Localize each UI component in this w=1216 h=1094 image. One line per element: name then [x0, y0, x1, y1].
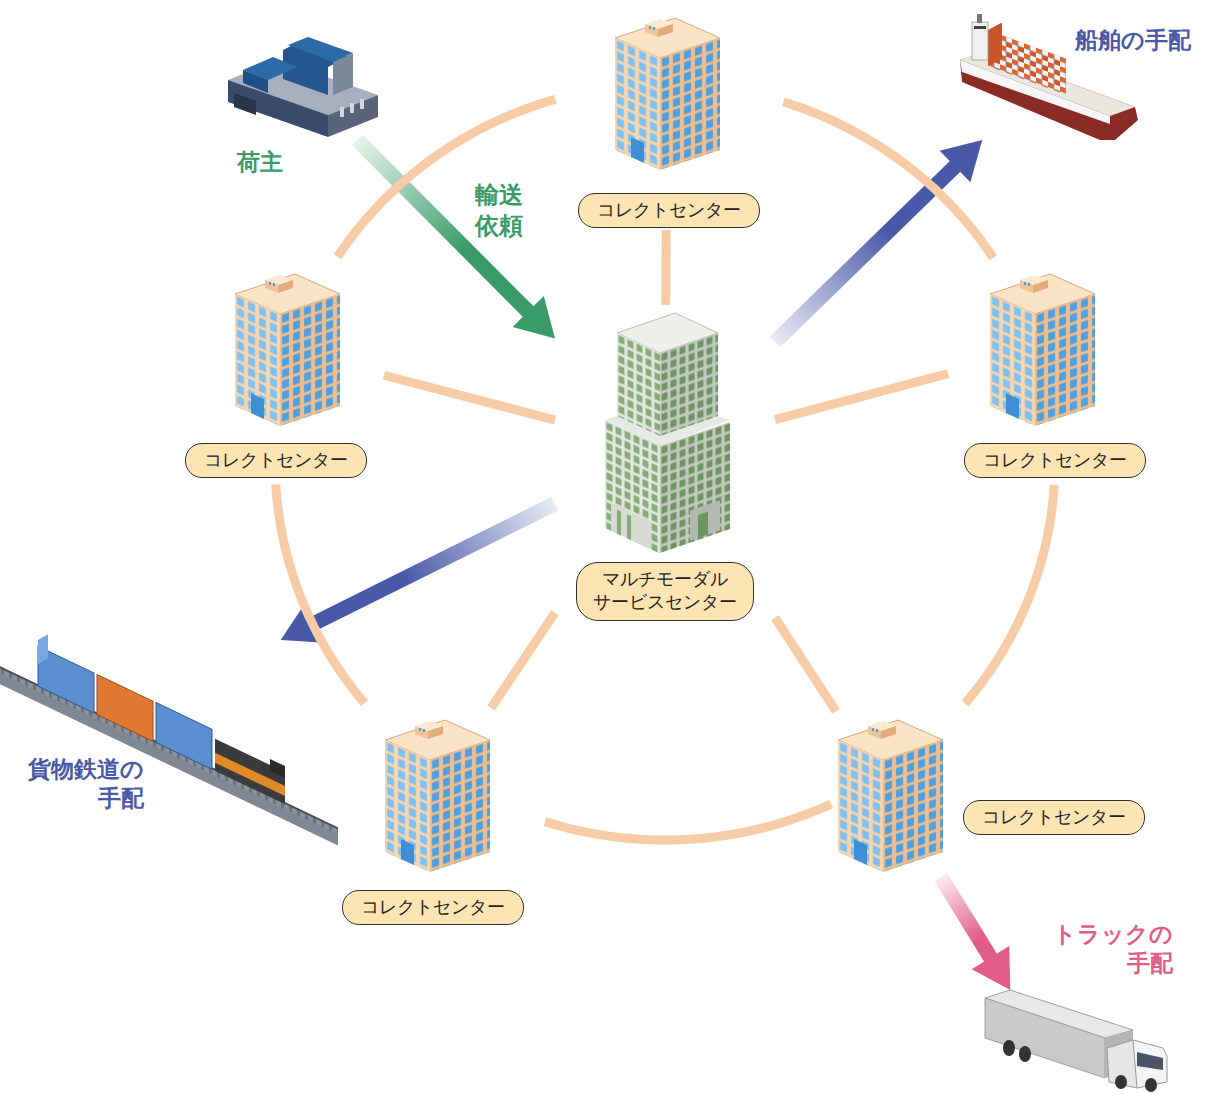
node-label: マルチモーダル サービスセンター [576, 562, 754, 621]
node-label: コレクトセンター [342, 890, 524, 925]
ring-link [783, 102, 993, 258]
arrow-shaft [357, 140, 531, 314]
collect-buildings [235, 18, 1095, 872]
collect-center: コレクトセンター [325, 708, 541, 927]
shipper-node: 荷主 [225, 30, 380, 140]
freight-train-part-part [38, 634, 48, 664]
ring-link [965, 485, 1054, 704]
shipper-building-part [350, 103, 354, 113]
spoke-link [491, 613, 555, 708]
freight-train-part-part [215, 739, 285, 804]
ring-line [338, 99, 556, 257]
freight-train-part-part [156, 703, 212, 770]
collect-buildings-part [235, 274, 340, 426]
ship-node: 船舶の手配 [958, 10, 1140, 140]
container-ship-part [988, 23, 1002, 66]
node-label: コレクトセンター [578, 193, 760, 228]
flow-arrow [357, 140, 555, 338]
truck [985, 990, 1167, 1092]
shipper-building-part [333, 53, 353, 95]
spoke-link [665, 230, 666, 305]
freight-train [0, 627, 338, 845]
shipper-building-part [243, 70, 268, 93]
spoke-line [775, 618, 836, 712]
collect-center: コレクトセンター [560, 8, 778, 230]
ring-line [783, 102, 993, 258]
truck-part [1003, 1040, 1015, 1056]
flow-arrow [281, 504, 555, 643]
collect-buildings-part [838, 720, 943, 872]
container-ship-part [977, 14, 982, 23]
shipper-building [228, 37, 378, 137]
flow-arrow [775, 140, 982, 342]
spoke-link [775, 374, 948, 420]
spoke-line [384, 375, 555, 420]
hub-center: マルチモーダル サービスセンター [555, 305, 775, 632]
collect-center: コレクトセンター [168, 262, 384, 480]
collect-center: コレクトセンター [948, 262, 1162, 480]
collect-buildings-part [990, 274, 1095, 426]
flow-arrow [941, 877, 1011, 990]
hub-building [605, 313, 730, 554]
rail-node: 貨物鉄道の 手配 [30, 640, 290, 760]
ring-line [965, 485, 1054, 704]
container-ship-part [974, 26, 986, 29]
arrow-head [972, 946, 1011, 990]
spoke-line [661, 230, 670, 305]
shipper-building-part [328, 95, 378, 137]
collect-center: コレクトセンター [836, 708, 1177, 877]
node-label: コレクトセンター [963, 800, 1145, 835]
ring-link [545, 804, 831, 840]
edge-label: 輸送 依頼 [472, 178, 526, 242]
arrow-shaft [941, 877, 993, 961]
truck-part [1137, 1052, 1163, 1070]
node-caption: 船舶の手配 [1075, 26, 1191, 55]
freight-train-part-part [215, 753, 285, 796]
node-caption: 貨物鉄道の 手配 [28, 755, 144, 813]
node-label: コレクトセンター [185, 443, 367, 478]
node-caption: 荷主 [237, 148, 283, 177]
shipper-building-part [340, 107, 344, 117]
ring-line [276, 485, 365, 704]
spoke-link [775, 618, 836, 712]
collect-buildings-part [385, 720, 490, 872]
container-ship-part-part [988, 23, 1002, 66]
truck-part [1115, 1075, 1127, 1089]
ring-link [276, 485, 365, 704]
shipper-building-part [360, 99, 364, 109]
truck-node: トラックの 手配 [985, 990, 1170, 1088]
collect-buildings-part [615, 18, 720, 170]
shipper-building-part [234, 93, 256, 115]
freight-train-part [38, 634, 48, 664]
container-ship-part [972, 22, 988, 60]
hub-building-part [605, 313, 730, 554]
spoke-link [384, 375, 555, 420]
arrow-shaft [311, 504, 555, 625]
freight-train-part-part [270, 759, 285, 778]
spoke-line [775, 374, 948, 420]
arrow-head [513, 296, 555, 338]
spoke-line [491, 613, 555, 708]
truck-part [985, 998, 1105, 1078]
truck-part [1107, 1040, 1137, 1088]
freight-train-part [0, 627, 338, 845]
truck-part [1145, 1078, 1157, 1092]
arrow-head [940, 140, 983, 182]
ring-link [338, 99, 556, 257]
node-label: コレクトセンター [964, 443, 1146, 478]
truck-part [1019, 1046, 1031, 1062]
ring-line [545, 804, 831, 840]
freight-train-part-part [97, 674, 153, 741]
node-caption: トラックの 手配 [1053, 920, 1173, 978]
